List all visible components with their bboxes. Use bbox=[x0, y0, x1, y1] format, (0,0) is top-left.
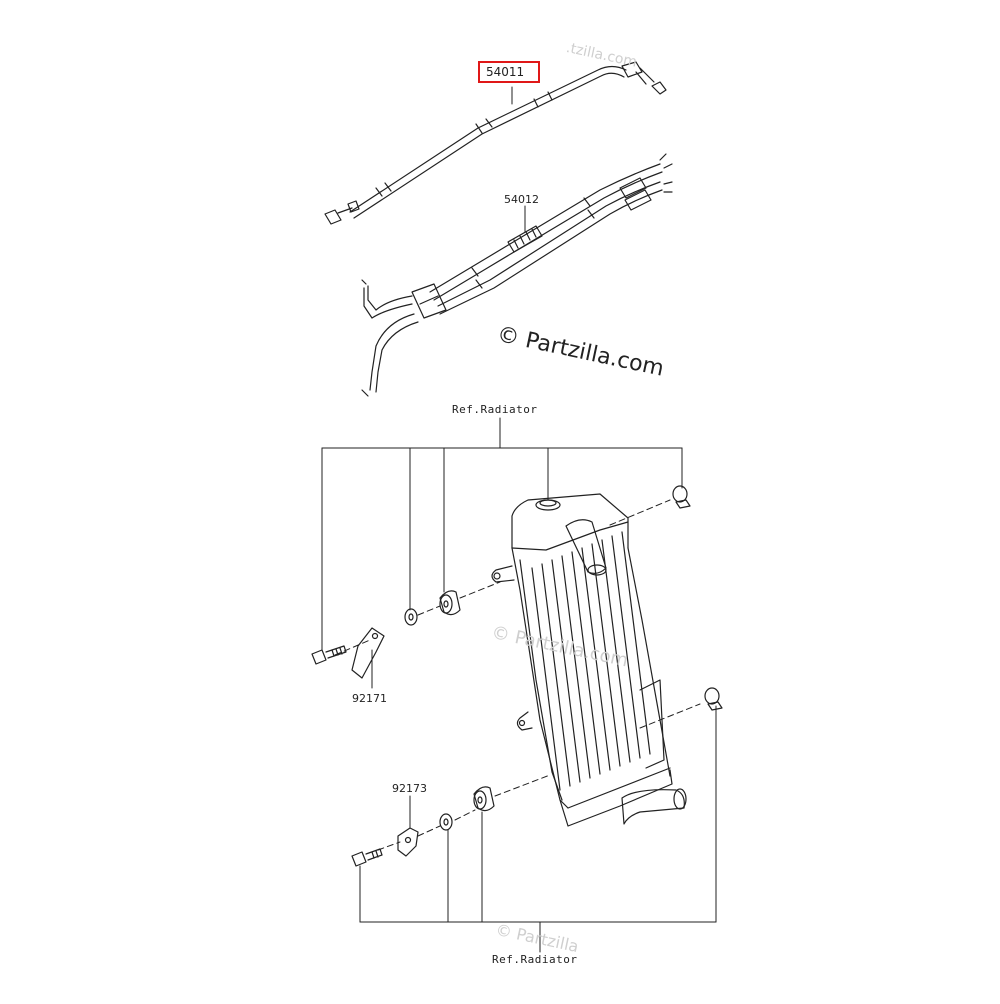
grommet-lower[interactable] bbox=[473, 786, 495, 812]
washer-upper[interactable] bbox=[404, 608, 418, 626]
throttle-cable-54011[interactable] bbox=[324, 61, 667, 225]
bracket-92171[interactable] bbox=[351, 627, 385, 679]
part-label-54011-highlighted[interactable]: 54011 bbox=[478, 61, 540, 83]
collar-lower[interactable] bbox=[704, 687, 723, 711]
bolt-lower[interactable] bbox=[351, 848, 383, 867]
collar-upper[interactable] bbox=[672, 485, 691, 509]
part-label-54012[interactable]: 54012 bbox=[504, 193, 539, 206]
part-label-92173[interactable]: 92173 bbox=[392, 782, 427, 795]
leader-lines-top bbox=[321, 417, 701, 851]
ref-radiator-label-top: Ref.Radiator bbox=[452, 403, 538, 416]
leader-lines-bottom bbox=[359, 86, 717, 953]
washer-lower[interactable] bbox=[439, 813, 453, 831]
bracket-92173[interactable] bbox=[397, 827, 419, 857]
radiator[interactable] bbox=[491, 493, 687, 827]
throttle-cable-54012[interactable] bbox=[361, 153, 673, 397]
grommet-upper[interactable] bbox=[439, 590, 461, 616]
bolt-upper[interactable] bbox=[311, 645, 347, 665]
ref-radiator-label-bottom: Ref.Radiator bbox=[492, 953, 578, 966]
part-label-92171[interactable]: 92171 bbox=[352, 692, 387, 705]
